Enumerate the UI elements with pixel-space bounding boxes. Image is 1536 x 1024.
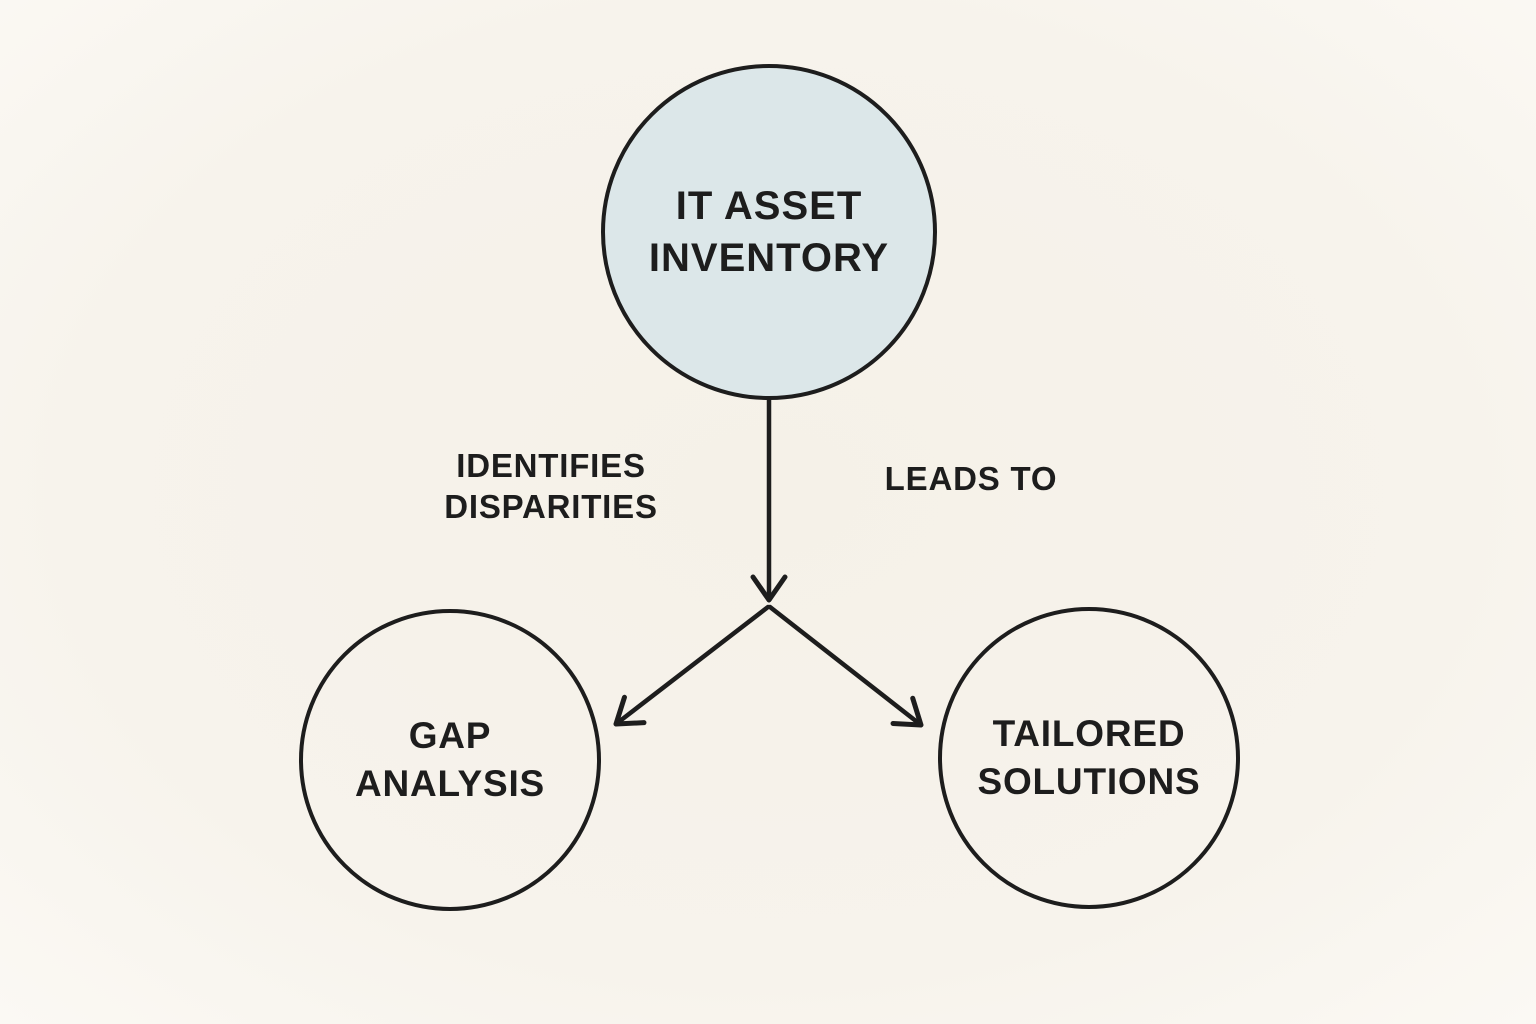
node-it-asset-inventory: IT ASSET INVENTORY (601, 64, 937, 400)
edge-label-identifies-disparities: IDENTIFIES DISPARITIES (351, 445, 751, 527)
node-label-line: INVENTORY (648, 236, 890, 280)
edge-label-line: LEADS TO (884, 460, 1058, 497)
edge-label-leads-to: LEADS TO (821, 458, 1121, 499)
node-tailored-solutions-label: TAILORED SOLUTIONS (977, 710, 1200, 806)
node-gap-analysis-label: GAP ANALYSIS (355, 712, 545, 808)
node-label-line: TAILORED (992, 713, 1186, 754)
node-label-line: IT ASSET (675, 184, 863, 228)
node-tailored-solutions: TAILORED SOLUTIONS (938, 607, 1240, 909)
node-label-line: ANALYSIS (354, 763, 546, 804)
node-gap-analysis: GAP ANALYSIS (299, 609, 601, 911)
node-it-asset-inventory-label: IT ASSET INVENTORY (649, 180, 889, 284)
node-label-line: GAP (408, 715, 492, 756)
edge-label-line: DISPARITIES (444, 488, 658, 525)
node-label-line: SOLUTIONS (977, 761, 1201, 802)
edge-label-line: IDENTIFIES (456, 447, 646, 484)
arrow-to-tailored-solutions (767, 604, 924, 728)
arrow-to-gap-analysis (613, 604, 771, 727)
